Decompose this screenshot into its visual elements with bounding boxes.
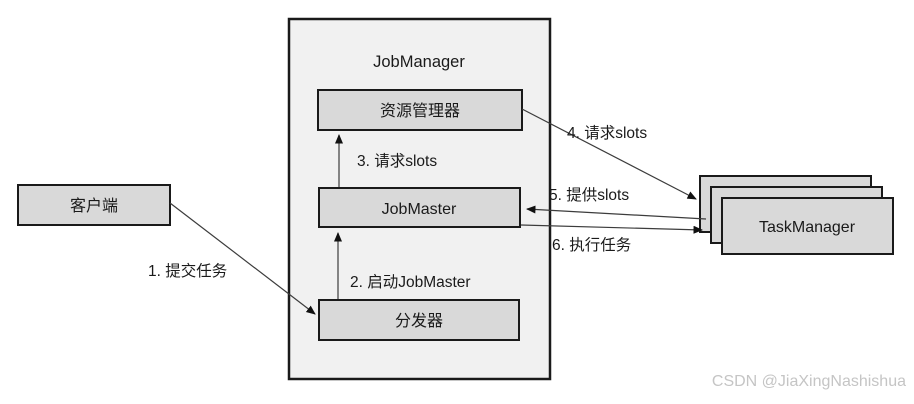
csdn-watermark: CSDN @JiaXingNashishua <box>712 373 906 390</box>
edge-submit-task-label: 1. 提交任务 <box>148 262 227 280</box>
edge-submit-task-arrow <box>169 202 316 315</box>
edge-request-slots-label: 4. 请求slots <box>567 124 647 142</box>
edge-request-slots-arrow <box>521 108 697 200</box>
node-dispatcher <box>318 299 520 341</box>
node-client <box>17 184 171 226</box>
edge-offer-slots-arrow <box>526 205 707 220</box>
jobmanager-title: JobManager <box>373 53 465 71</box>
edge-execute-task-label: 6. 执行任务 <box>552 236 631 254</box>
node-task-manager-stack: TaskManager <box>699 175 894 255</box>
edge-execute-task-arrow <box>520 224 703 234</box>
node-resource-manager-label: 资源管理器 <box>380 102 460 120</box>
edge-request-slots-internal-label: 3. 请求slots <box>357 152 437 170</box>
node-job-master <box>318 187 521 228</box>
node-job-master-label: JobMaster <box>382 201 457 218</box>
edge-offer-slots-label: 5. 提供slots <box>549 186 629 204</box>
node-task-manager-label: TaskManager <box>759 219 856 236</box>
node-task-manager-front <box>721 197 894 255</box>
edge-start-jobmaster-label: 2. 启动JobMaster <box>350 273 471 291</box>
node-resource-manager <box>317 89 523 131</box>
node-client-label: 客户端 <box>70 197 118 215</box>
node-dispatcher-label: 分发器 <box>395 312 443 330</box>
